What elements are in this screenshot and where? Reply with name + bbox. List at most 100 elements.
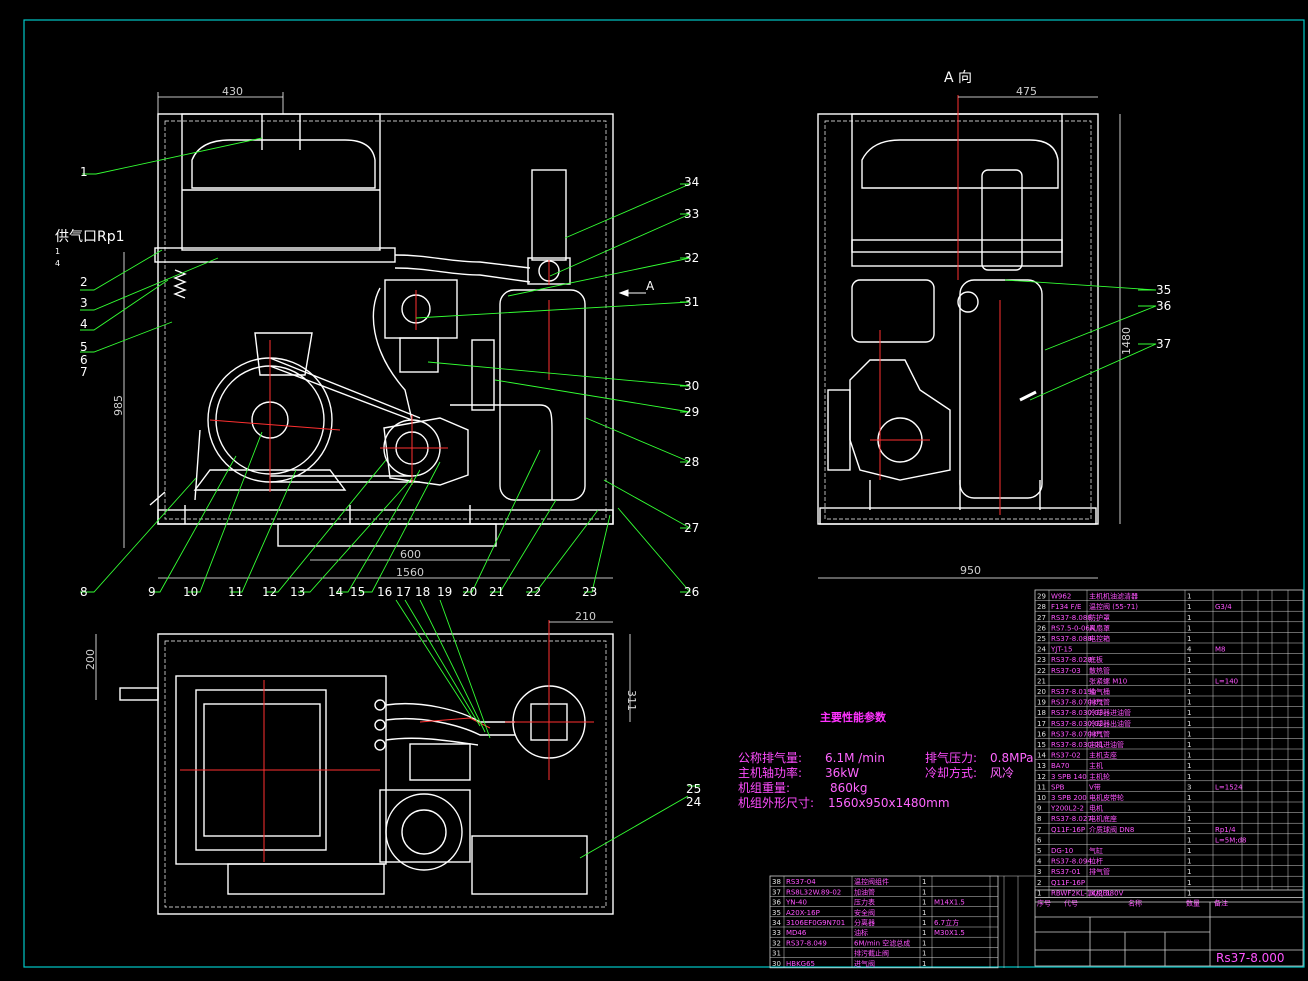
- bom-cell-qty: 1: [1187, 741, 1191, 749]
- side-centerlines: [870, 95, 1001, 515]
- bom-cell-code: RS8L32W.89-02: [786, 888, 841, 896]
- bom-cell-no: 17: [1037, 720, 1046, 728]
- bom-cell-qty: 1: [1187, 762, 1191, 770]
- dim-front-width: 1560: [396, 566, 424, 579]
- bom-cell-name: 主机: [1089, 761, 1103, 770]
- bom-cell-qty: 1: [922, 929, 926, 937]
- bom-cell-name: V带: [1089, 783, 1101, 791]
- bom-cell-no: 19: [1037, 699, 1046, 707]
- callout-37: 37: [1156, 337, 1171, 351]
- bom-cell-name: 安全阀: [854, 908, 875, 917]
- callout-5: 5: [80, 340, 88, 354]
- bom-cell-qty: 1: [1187, 879, 1191, 887]
- bom-cell-no: 8: [1037, 815, 1041, 823]
- bom-cell-name: 加油管: [854, 887, 875, 896]
- callout-10: 10: [183, 585, 198, 599]
- bom-cell-qty: 1: [1187, 836, 1191, 844]
- bom-cell-no: 23: [1037, 656, 1046, 664]
- bom-cell-note: M30X1.5: [934, 929, 965, 937]
- bom-cell-no: 37: [772, 888, 781, 896]
- bom-cell-qty: 1: [922, 909, 926, 917]
- bom-cell-code: MD46: [786, 929, 807, 937]
- callout-22: 22: [526, 585, 541, 599]
- bom-cell-qty: 1: [1187, 847, 1191, 855]
- bom-cell-no: 2: [1037, 879, 1041, 887]
- bom-cell-code: RS37-8.094: [1051, 858, 1092, 866]
- bom-cell-qty: 1: [1187, 624, 1191, 632]
- bom-cell-name: 主机轮: [1089, 772, 1110, 781]
- perf-value: 6.1M /min: [825, 751, 885, 765]
- dim-side-top: 475: [1016, 85, 1037, 98]
- bom-cell-name: 主机机油滤清器: [1089, 592, 1138, 601]
- bom-cell-no: 6: [1037, 836, 1042, 844]
- bom-cell-code: RBWF2KL-1K/2BL: [1051, 889, 1111, 897]
- bom-cell-code: 3 SPB 140: [1051, 773, 1087, 781]
- bom-cell-no: 28: [1037, 603, 1046, 611]
- callout-28: 28: [684, 455, 699, 469]
- bom-cell-note: Rp1/4: [1215, 826, 1236, 834]
- bom-cell-qty: 1: [1187, 805, 1191, 813]
- bom-cell-no: 1: [1037, 889, 1041, 897]
- callout-23: 23: [582, 585, 597, 599]
- bom-cell-name: 油标: [854, 928, 868, 937]
- bom-cell-name: 压力表: [854, 898, 875, 907]
- plan-centerlines: [180, 620, 594, 862]
- bom-cell-name: 张紧螺 M10: [1089, 676, 1127, 685]
- bom-cell-qty: 1: [1187, 593, 1191, 601]
- bom-cell-no: 34: [772, 919, 781, 927]
- callout-25: 25: [686, 782, 701, 796]
- callout-35: 35: [1156, 283, 1171, 297]
- bom-cell-qty: 1: [1187, 858, 1191, 866]
- bom-cell-code: RS37-8.088: [1051, 635, 1092, 643]
- bom-cell-qty: 1: [1187, 656, 1191, 664]
- bom-cell-code: 3 SPB 200: [1051, 794, 1087, 802]
- perf-label-2: 排气压力:: [925, 750, 977, 765]
- bom-cell-name: 底板: [1089, 655, 1103, 664]
- bom-cell-qty: 1: [1187, 667, 1191, 675]
- bom-header-qty: 数量: [1186, 898, 1200, 907]
- bom-cell-code: Q11F-16P: [1051, 879, 1085, 887]
- bom-cell-code: RS37-8.030-01: [1051, 741, 1103, 749]
- dim-plan-right: 311: [625, 690, 638, 711]
- bom-cell-qty: 1: [1187, 868, 1191, 876]
- bom-cell-no: 3: [1037, 868, 1041, 876]
- bom-cell-name: 主机支座: [1089, 751, 1117, 760]
- view-arrow-icon: [618, 289, 646, 297]
- bom-cell-note: M14X1.5: [934, 899, 965, 907]
- bom-header-no: 序号: [1037, 898, 1051, 907]
- bom-cell-name: 电机皮带轮: [1089, 793, 1124, 802]
- bom-cell-name: 冷却器进油管: [1089, 708, 1131, 717]
- title-block: [1034, 889, 1304, 967]
- callout-27: 27: [684, 521, 699, 535]
- bom-cell-no: 11: [1037, 783, 1046, 791]
- bom-cell-name: 排气管: [1089, 867, 1110, 876]
- bom-cell-code: W962: [1051, 593, 1071, 601]
- bom-cell-code: RS37-8.030-03: [1051, 709, 1103, 717]
- bom-cell-no: 9: [1037, 805, 1041, 813]
- bom-cell-code: RS37-8.070-01: [1051, 730, 1103, 738]
- bom-cell-qty: 1: [1187, 720, 1191, 728]
- bom-cell-no: 4: [1037, 858, 1042, 866]
- bom-cell-no: 32: [772, 939, 781, 947]
- bom-header-name: 名称: [1128, 898, 1142, 907]
- bom-cell-no: 25: [1037, 635, 1046, 643]
- bom-cell-code: SPB: [1051, 783, 1065, 791]
- side-dimensions: [818, 96, 1121, 579]
- callout-4: 4: [80, 317, 88, 331]
- bom-cell-code: YJT-15: [1050, 646, 1072, 654]
- view-a-title: A 向: [944, 70, 972, 86]
- callout-26: 26: [684, 585, 699, 599]
- bom-cell-name: 主机进油管: [1089, 740, 1124, 749]
- bom-cell-code: DG-10: [1051, 847, 1073, 855]
- sheet-border: [23, 19, 1305, 968]
- callout-34: 34: [684, 175, 699, 189]
- supply-fraction-bottom: 4: [55, 259, 60, 268]
- bom-cell-no: 30: [772, 960, 781, 968]
- bom-cell-no: 16: [1037, 730, 1046, 738]
- callout-11: 11: [228, 585, 243, 599]
- bom-cell-no: 7: [1037, 826, 1041, 834]
- bom-cell-qty: 1: [922, 899, 926, 907]
- callout-19: 19: [437, 585, 452, 599]
